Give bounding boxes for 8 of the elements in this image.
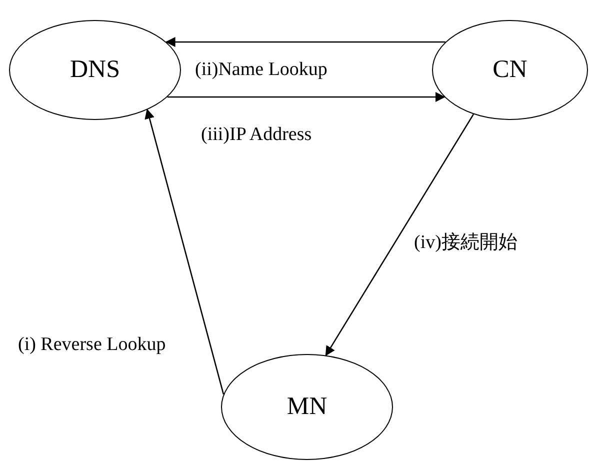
arrow (144, 108, 224, 394)
node-ellipse: DNS (9, 20, 181, 120)
edge-label: (iv)接続開始 (412, 231, 520, 255)
arrow (325, 114, 474, 356)
arrow (167, 92, 446, 102)
node-ellipse: CN (432, 20, 588, 120)
node-ellipse: MN (221, 354, 393, 460)
arrow (165, 37, 446, 47)
